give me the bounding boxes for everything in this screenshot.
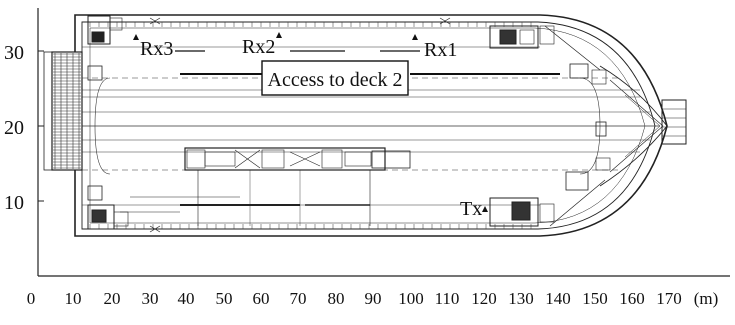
y-tick-marks [38, 50, 44, 202]
rx2-marker-icon [276, 32, 282, 38]
x-tick-labels: 0 10 20 30 40 50 60 70 80 90 100 110 120… [27, 289, 719, 308]
x-tick-120: 120 [471, 289, 497, 308]
central-structure [120, 147, 411, 226]
x-tick-140: 140 [545, 289, 571, 308]
x-tick-70: 70 [290, 289, 307, 308]
rx1-label: Rx1 [424, 39, 457, 61]
x-tick-60: 60 [253, 289, 270, 308]
y-tick-label-20: 20 [4, 117, 24, 139]
room-blocks [87, 15, 611, 230]
x-tick-50: 50 [216, 289, 233, 308]
bow-ramp [661, 99, 687, 145]
x-tick-130: 130 [508, 289, 534, 308]
y-tick-label-30: 30 [4, 42, 24, 64]
rx2-label: Rx2 [242, 36, 275, 58]
x-tick-20: 20 [104, 289, 121, 308]
x-tick-80: 80 [328, 289, 345, 308]
stern-ramp [43, 51, 83, 171]
x-tick-10: 10 [65, 289, 82, 308]
tx-label: Tx [460, 198, 482, 220]
x-tick-30: 30 [142, 289, 159, 308]
x-tick-160: 160 [619, 289, 645, 308]
x-tick-100: 100 [398, 289, 424, 308]
access-box: Access to deck 2 [261, 60, 409, 96]
antenna-markers [133, 32, 488, 212]
rx1-marker-icon [412, 34, 418, 40]
x-tick-0: 0 [27, 289, 36, 308]
tx-marker-icon [482, 206, 488, 212]
x-unit-label: (m) [694, 289, 719, 308]
bow-diagonals [149, 17, 606, 233]
access-to-deck-2-label: Access to deck 2 [268, 69, 403, 91]
x-tick-170: 170 [656, 289, 682, 308]
x-tick-40: 40 [178, 289, 195, 308]
rx3-label: Rx3 [140, 38, 173, 60]
y-tick-label-10: 10 [4, 192, 24, 214]
x-tick-90: 90 [365, 289, 382, 308]
rx3-marker-icon [133, 34, 139, 40]
x-tick-150: 150 [582, 289, 608, 308]
frame-ticks [89, 22, 532, 229]
x-tick-110: 110 [435, 289, 460, 308]
